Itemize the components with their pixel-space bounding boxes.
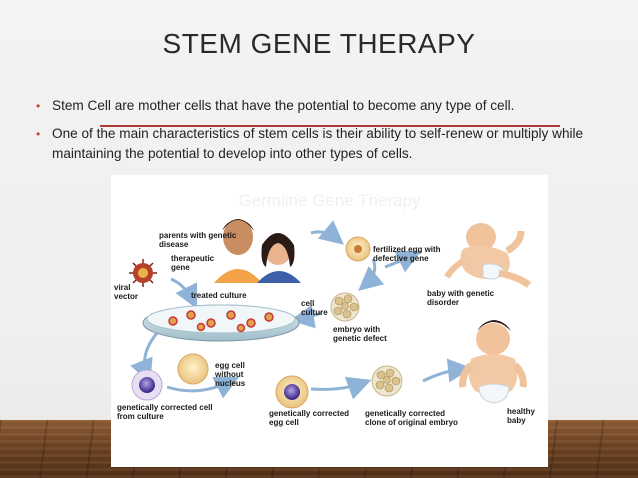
label-viral-vector: viral vector	[114, 283, 139, 301]
label-corrected-cell: genetically corrected cell from culture	[117, 403, 213, 421]
label-corrected-egg: genetically corrected egg cell	[269, 409, 350, 427]
enucleated-egg-icon	[177, 353, 209, 385]
germline-gene-therapy-figure: Germline Gene Therapy parents with genet…	[111, 175, 548, 467]
figure-title: Germline Gene Therapy	[238, 191, 421, 210]
bullet-dot-icon: •	[36, 127, 41, 141]
healthy-baby-illustration	[459, 320, 527, 404]
parents-illustration	[214, 219, 301, 283]
baby-illustration	[444, 223, 532, 288]
label-egg-no-nucleus: egg cell without nucleus	[215, 361, 246, 388]
corrected-clone-icon	[371, 365, 403, 397]
label-baby-disorder: baby with genetic disorder	[427, 289, 495, 307]
bullet-item: • Stem Cell are mother cells that have t…	[30, 96, 610, 116]
label-corrected-clone: genetically corrected clone of original …	[365, 409, 458, 427]
fertilized-egg-icon	[345, 236, 371, 262]
label-parents: parents with genetic disease	[159, 231, 237, 249]
label-fertilized-egg: fertilized egg with defective gene	[373, 245, 441, 263]
viral-vector-icon	[129, 259, 157, 287]
bullet-item: • One of the main characteristics of ste…	[30, 124, 610, 164]
embryo-icon	[330, 292, 360, 322]
slide-title: STEM GENE THERAPY	[162, 28, 476, 59]
bullet-list: • Stem Cell are mother cells that have t…	[30, 96, 610, 172]
corrected-cell-icon	[131, 369, 163, 401]
bullet-text: Stem Cell are mother cells that have the…	[52, 98, 515, 113]
label-therapeutic-gene: therapeutic gene	[171, 254, 215, 272]
label-embryo-defect: embryo with genetic defect	[333, 325, 387, 343]
corrected-egg-icon	[275, 375, 309, 409]
bullet-dot-icon: •	[36, 99, 41, 113]
label-treated-culture: treated culture	[191, 291, 247, 300]
flow-arrows	[130, 220, 472, 400]
culture-dish-icon	[142, 304, 300, 342]
label-cell-culture: cell culture	[301, 299, 328, 317]
label-healthy-baby: healthy baby	[507, 407, 536, 425]
bullet-text: One of the main characteristics of stem …	[52, 126, 584, 161]
red-underline-decoration	[100, 125, 560, 127]
figure-illustration	[129, 219, 532, 409]
